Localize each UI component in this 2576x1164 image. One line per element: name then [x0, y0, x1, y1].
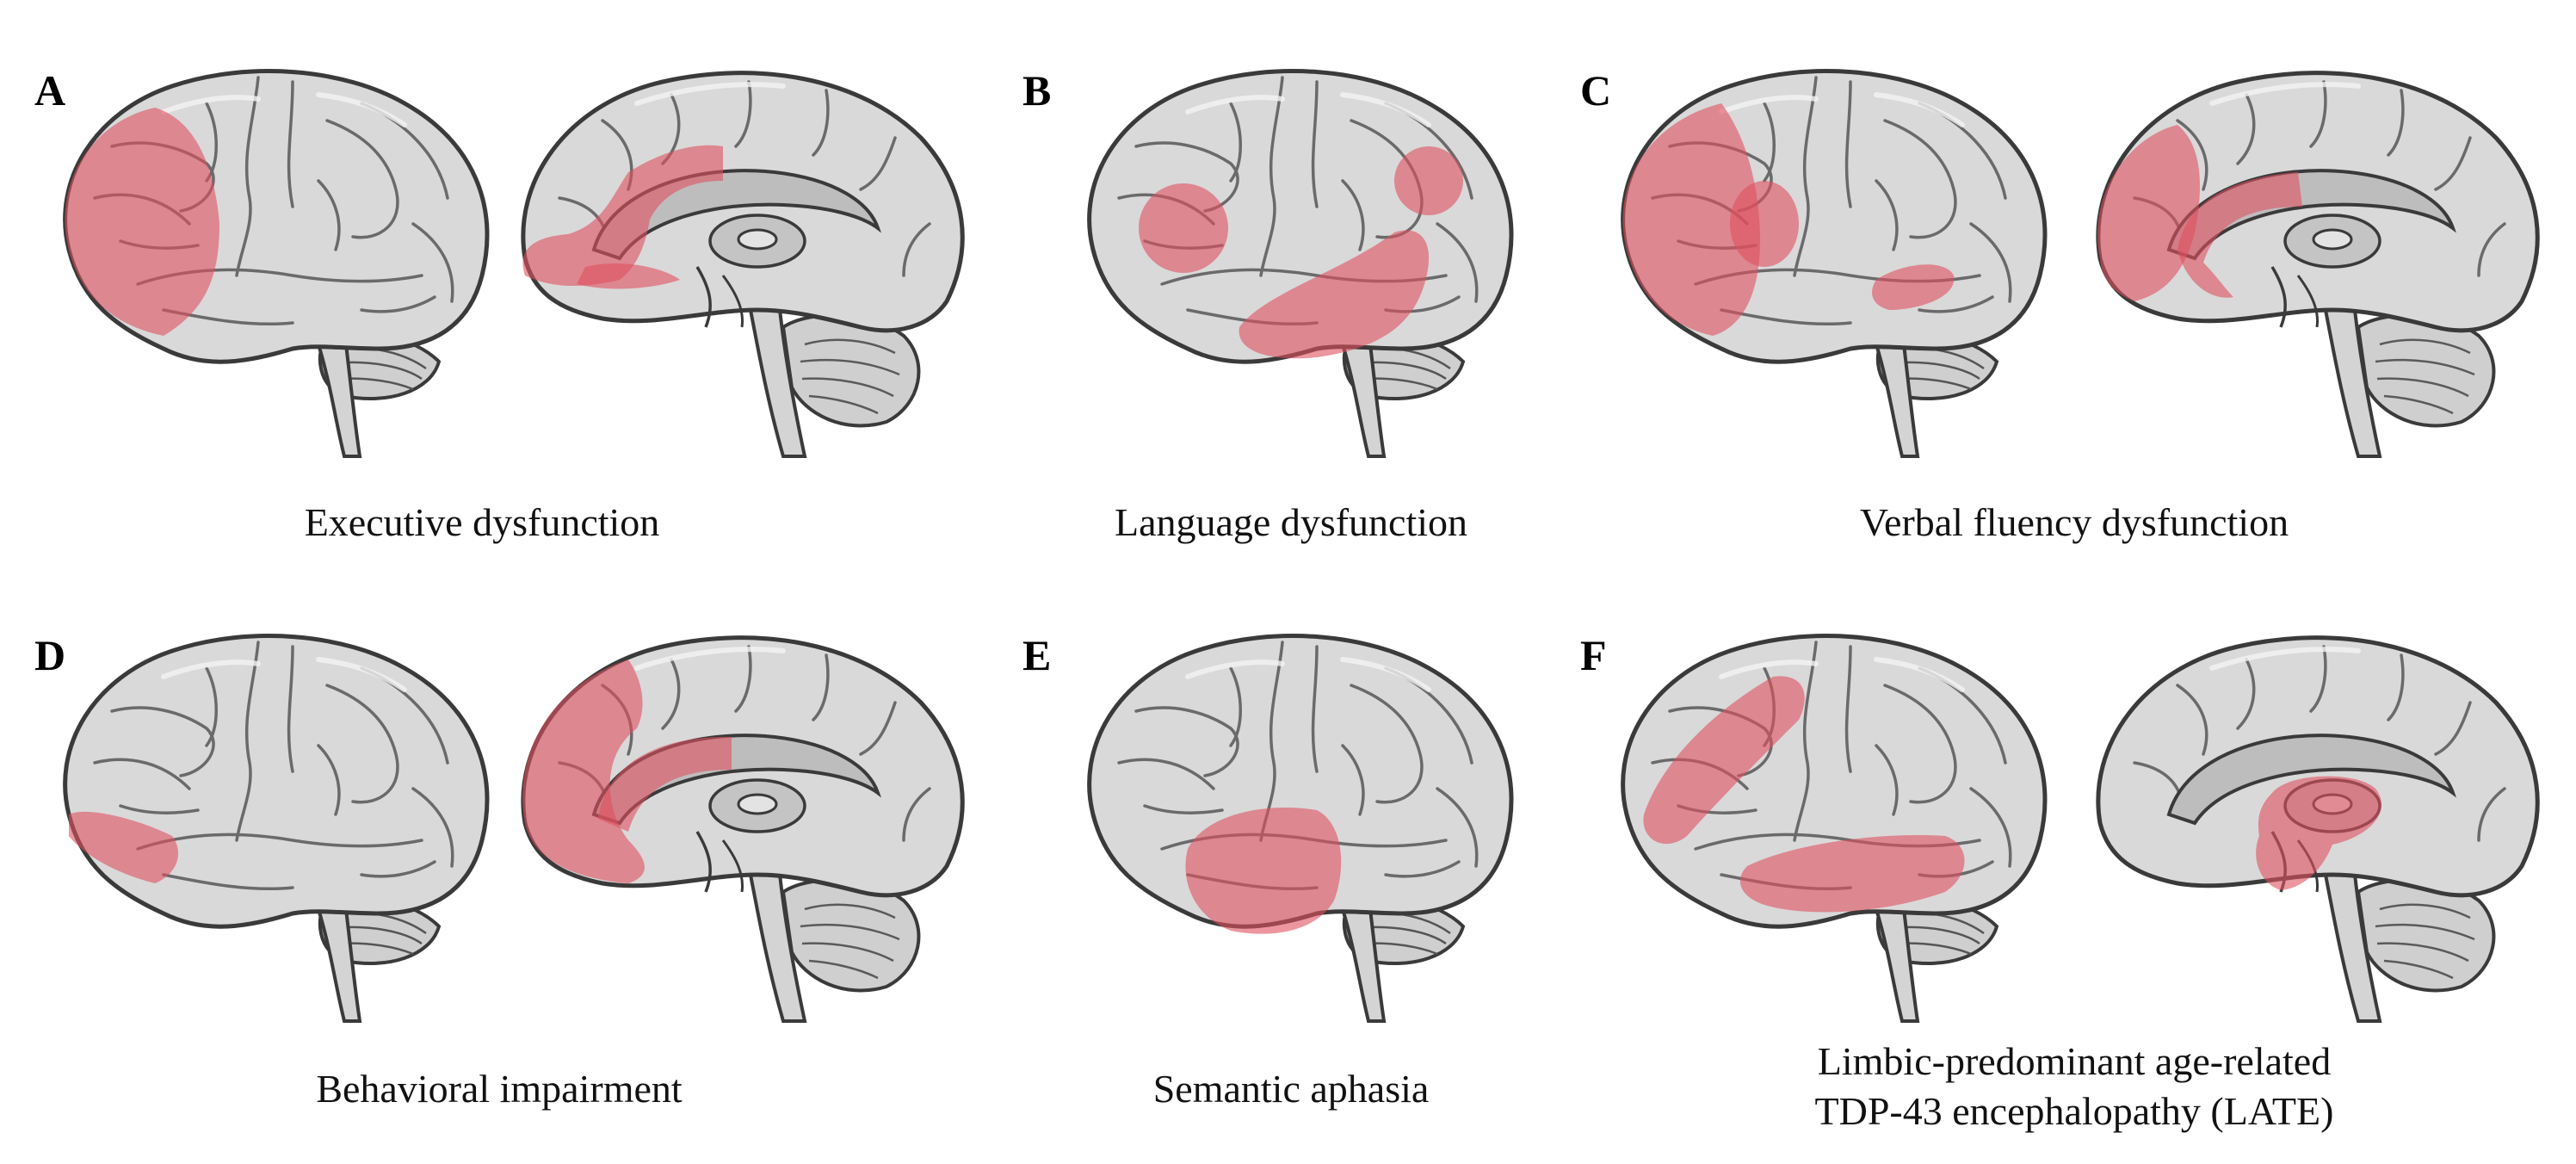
- highlight-orbitofrontal: [69, 811, 179, 883]
- highlight-limbic-mesial-temporal: [2256, 776, 2381, 890]
- caption-verbal-fluency-dysfunction: Verbal fluency dysfunction: [1704, 498, 2444, 548]
- panel-e: E Semantic aphasia: [1016, 582, 1566, 1164]
- medial-brain-illustration: [499, 52, 981, 465]
- lateral-brain-illustration: [1059, 52, 1541, 465]
- lateral-brain-illustration: [34, 52, 516, 465]
- highlight-frontal-cortex: [1622, 103, 1760, 336]
- caption-semantic-aphasia: Semantic aphasia: [1016, 1064, 1566, 1114]
- panel-f: F Limbic-predominant age-related TDP-43 …: [1575, 582, 2573, 1164]
- medial-brain-illustration: [2074, 616, 2556, 1030]
- caption-line: Behavioral impairment: [316, 1067, 683, 1111]
- caption-behavioral-impairment: Behavioral impairment: [172, 1064, 826, 1114]
- lateral-brain-illustration: [1592, 616, 2074, 1030]
- caption-line: Limbic-predominant age-related: [1817, 1039, 2332, 1083]
- highlight-broca-area: [1139, 183, 1228, 273]
- lateral-brain-illustration: [34, 616, 516, 1030]
- highlight-temporal-area: [1872, 264, 1955, 310]
- panel-letter: D: [34, 631, 66, 679]
- highlight-medial-prefrontal-cingulate: [522, 659, 645, 883]
- panel-letter: C: [1580, 66, 1612, 115]
- highlight-medial-frontal-cingulate: [2097, 125, 2200, 301]
- medial-brain-illustration: [2074, 52, 2556, 465]
- panel-letter: B: [1022, 66, 1052, 115]
- caption-line: TDP-43 encephalopathy (LATE): [1814, 1089, 2334, 1133]
- highlight-cingulate-orbitofrontal: [522, 145, 723, 286]
- lateral-brain-illustration: [1059, 616, 1541, 1030]
- panel-a: A Executive dysfunction: [0, 0, 981, 582]
- highlight-angular-gyrus: [1394, 146, 1463, 215]
- panel-letter: F: [1580, 631, 1607, 679]
- highlight-temporal-band: [1739, 835, 1965, 913]
- caption-language-dysfunction: Language dysfunction: [1016, 498, 1566, 548]
- lateral-brain-illustration: [1592, 52, 2074, 465]
- highlight-anterior-temporal-lobe: [1185, 808, 1342, 934]
- panel-letter: E: [1022, 631, 1052, 679]
- medial-brain-illustration: [499, 616, 981, 1030]
- caption-line: Language dysfunction: [1114, 500, 1468, 544]
- panel-letter: A: [34, 66, 66, 115]
- panel-b: B Language dysfunction: [1016, 0, 1566, 582]
- caption-line: Semantic aphasia: [1152, 1067, 1430, 1111]
- panel-c: C Verbal fluency dysfunction: [1575, 0, 2573, 582]
- caption-line: Executive dysfunction: [304, 500, 660, 544]
- caption-line: Verbal fluency dysfunction: [1859, 500, 2289, 544]
- caption-late: Limbic-predominant age-related TDP-43 en…: [1696, 1037, 2453, 1136]
- caption-executive-dysfunction: Executive dysfunction: [155, 498, 809, 548]
- panel-d: D Behavioral impairment: [0, 582, 981, 1164]
- highlight-frontal-band: [1643, 676, 1805, 845]
- highlight-broca-area: [1730, 181, 1799, 267]
- highlight-frontal-lobe: [65, 108, 219, 336]
- highlight-temporal-gyrus: [1239, 230, 1430, 359]
